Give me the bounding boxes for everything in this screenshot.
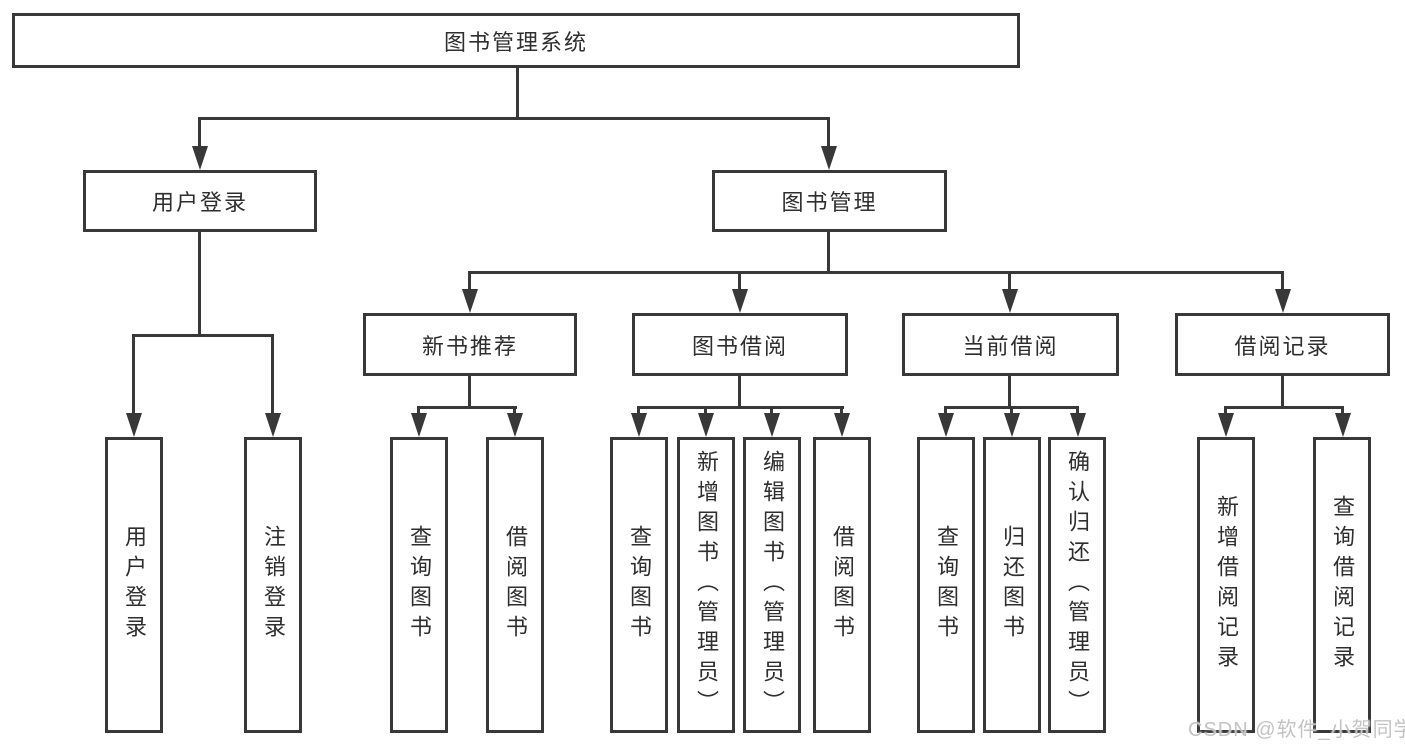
leaf-borrow-books-borrowing: 借阅图书: [813, 437, 871, 733]
arrowhead-leaf-query-books-borrowing: [631, 413, 647, 437]
node-user-login: 用户登录: [83, 170, 317, 232]
connector-to-leaf-user-login: [132, 334, 135, 414]
leaf-query-borrow-record: 查询借阅记录: [1313, 437, 1371, 733]
connector-level1-branch: [198, 117, 830, 120]
leaf-logout: 注销登录: [244, 437, 302, 733]
connector-to-leaf: [770, 406, 773, 416]
connector-to-new-book-recommend: [468, 271, 471, 291]
arrowhead-leaf-add-borrow-record: [1218, 413, 1234, 437]
arrowhead-borrow-records: [1275, 289, 1291, 313]
arrowhead-leaf-return-book: [1004, 413, 1020, 437]
connector-to-current-borrowing: [1008, 271, 1011, 291]
arrowhead-leaf-user-login: [126, 413, 142, 437]
connector-records-split: [1224, 406, 1344, 409]
leaf-add-book-admin: 新增图书（管理员）: [677, 437, 735, 733]
arrowhead-leaf-query-borrow-record: [1335, 413, 1351, 437]
connector-to-leaf: [1341, 406, 1344, 416]
leaf-return-book: 归还图书: [983, 437, 1041, 733]
node-current-borrowing: 当前借阅: [902, 313, 1119, 376]
node-book-borrowing: 图书借阅: [632, 313, 848, 376]
connector-user-login-split: [132, 334, 274, 337]
connector-borrowing-trunk: [738, 376, 741, 408]
connector-to-leaf: [944, 406, 947, 416]
csdn-watermark: CSDN @软件_小贺同学: [1188, 719, 1405, 741]
connector-recommend-trunk: [468, 376, 471, 408]
connector-to-leaf-logout: [271, 334, 274, 414]
arrowhead-leaf-query-books-current: [938, 413, 954, 437]
arrowhead-leaf-logout: [265, 413, 281, 437]
leaf-query-books-recommend: 查询图书: [390, 437, 448, 733]
node-book-management: 图书管理: [712, 170, 947, 232]
connector-to-leaf: [417, 406, 420, 416]
connector-to-leaf: [704, 406, 707, 416]
leaf-add-borrow-record: 新增借阅记录: [1197, 437, 1255, 733]
node-root-system: 图书管理系统: [12, 13, 1020, 68]
leaf-user-login: 用户登录: [105, 437, 163, 733]
arrowhead-book-management: [821, 146, 837, 170]
arrowhead-leaf-confirm-return-admin: [1070, 413, 1086, 437]
connector-to-leaf: [1224, 406, 1227, 416]
connector-to-leaf: [1010, 406, 1013, 416]
leaf-query-books-current: 查询图书: [917, 437, 975, 733]
connector-borrowing-split: [637, 406, 844, 409]
connector-to-leaf: [637, 406, 640, 416]
connector-to-borrow-records: [1281, 271, 1284, 291]
connector-records-trunk: [1281, 376, 1284, 408]
arrowhead-new-book-recommend: [462, 289, 478, 313]
leaf-borrow-books-recommend: 借阅图书: [486, 437, 544, 733]
leaf-query-books-borrowing: 查询图书: [610, 437, 668, 733]
arrowhead-leaf-query-books-recommend: [411, 413, 427, 437]
connector-user-login-trunk: [198, 232, 201, 335]
leaf-confirm-return-admin: 确认归还（管理员）: [1048, 437, 1106, 733]
arrowhead-leaf-edit-book-admin: [764, 413, 780, 437]
arrowhead-leaf-borrow-books-borrowing: [834, 413, 850, 437]
connector-to-user-login: [198, 117, 201, 147]
leaf-edit-book-admin: 编辑图书（管理员）: [743, 437, 801, 733]
connector-level2-branch: [468, 271, 1284, 274]
connector-to-leaf: [1076, 406, 1079, 416]
connector-book-management-trunk: [827, 232, 830, 273]
node-new-book-recommend: 新书推荐: [363, 313, 577, 376]
arrowhead-leaf-borrow-books-recommend: [507, 413, 523, 437]
arrowhead-leaf-add-book-admin: [698, 413, 714, 437]
connector-current-trunk: [1008, 376, 1011, 408]
connector-recommend-split: [417, 406, 517, 409]
arrowhead-user-login: [192, 146, 208, 170]
node-borrow-records: 借阅记录: [1175, 313, 1390, 376]
connector-to-leaf: [840, 406, 843, 416]
arrowhead-book-borrowing: [732, 289, 748, 313]
connector-root-trunk: [516, 68, 519, 118]
connector-to-leaf: [513, 406, 516, 416]
arrowhead-current-borrowing: [1002, 289, 1018, 313]
connector-to-book-borrowing: [738, 271, 741, 291]
connector-to-book-management: [827, 117, 830, 147]
